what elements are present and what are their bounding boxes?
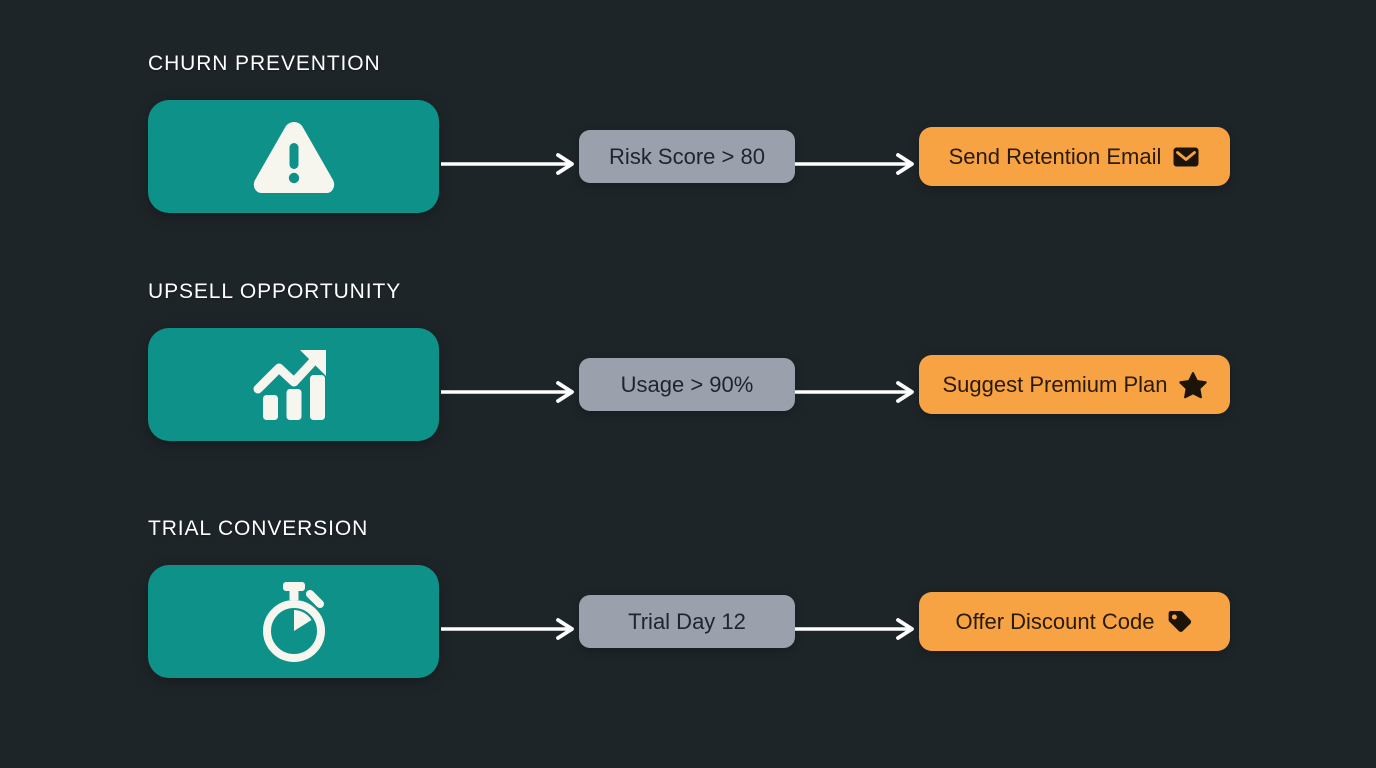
price-tag-icon [1165,608,1193,636]
condition-label: Usage > 90% [620,371,754,397]
connector-trigger-to-condition-trial [441,618,581,640]
trigger-card-trial-conversion[interactable] [148,565,439,678]
connector-trigger-to-condition-upsell [441,381,581,403]
flow-title-churn-prevention: CHURN PREVENTION [148,52,381,75]
trigger-card-upsell-opportunity[interactable] [148,328,439,441]
action-button-label: Offer Discount Code [955,608,1155,634]
condition-pill-upsell-opportunity[interactable]: Usage > 90% [579,358,795,411]
flow-title-trial-conversion: TRIAL CONVERSION [148,517,369,540]
connector-trigger-to-condition-churn [441,153,581,175]
connector-condition-to-action-upsell [795,381,921,403]
trigger-card-churn-prevention[interactable] [148,100,439,213]
action-button-send-retention-email[interactable]: Send Retention Email [919,127,1230,186]
connector-condition-to-action-trial [795,618,921,640]
flow-row-upsell-opportunity: UPSELL OPPORTUNITY Usage > 90% [0,280,1376,441]
condition-label: Risk Score > 80 [609,143,765,169]
condition-pill-trial-conversion[interactable]: Trial Day 12 [579,595,795,648]
star-icon [1178,371,1207,399]
condition-label: Trial Day 12 [628,608,746,634]
stopwatch-icon [253,580,335,664]
flow-row-churn-prevention: CHURN PREVENTION Risk Score > 80 [0,52,1376,213]
action-button-suggest-premium-plan[interactable]: Suggest Premium Plan [919,355,1230,414]
connector-condition-to-action-churn [795,153,921,175]
action-button-label: Send Retention Email [948,143,1162,169]
flow-row-trial-conversion: TRIAL CONVERSION Trial Day 12 [0,517,1376,678]
flow-title-upsell-opportunity: UPSELL OPPORTUNITY [148,280,402,303]
warning-triangle-icon [251,118,337,196]
growth-chart-icon [250,345,338,425]
action-button-label: Suggest Premium Plan [942,371,1168,397]
condition-pill-churn-prevention[interactable]: Risk Score > 80 [579,130,795,183]
action-button-offer-discount-code[interactable]: Offer Discount Code [919,592,1230,651]
envelope-icon [1172,143,1200,171]
